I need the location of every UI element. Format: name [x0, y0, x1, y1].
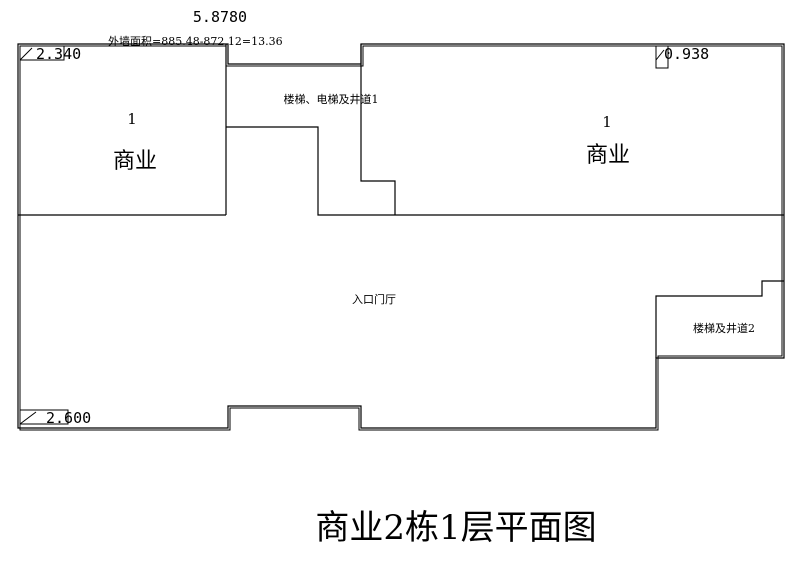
dimension-top-right: 0.938 — [664, 45, 709, 63]
room-commercial-right-number: 1 — [602, 113, 612, 131]
room-stair-elevator-1-walls — [226, 44, 396, 216]
drawing-title: 商业2栋1层平面图 — [315, 508, 596, 548]
room-commercial-left-number: 1 — [127, 110, 137, 128]
dimension-markers — [19, 45, 669, 425]
top-dimension-label: 5.8780 — [193, 8, 247, 26]
room-stair-elevator-1-name: 楼梯、电梯及井道1 — [284, 92, 379, 106]
room-lobby-name: 入口门厅 — [352, 292, 396, 306]
wall-area-note: 外墙面积=885.48-872.12=13.36 — [108, 34, 283, 48]
room-commercial-left-name: 商业 — [113, 149, 157, 174]
outer-wall — [17, 43, 785, 431]
room-commercial-left-walls — [18, 44, 227, 216]
room-stair-2-name: 楼梯及井道2 — [693, 321, 755, 335]
dimension-bottom-left: 2.600 — [46, 409, 91, 427]
room-commercial-right-name: 商业 — [586, 143, 630, 168]
room-stair-2-walls — [655, 280, 784, 358]
dimension-top-left: 2.340 — [36, 45, 81, 63]
